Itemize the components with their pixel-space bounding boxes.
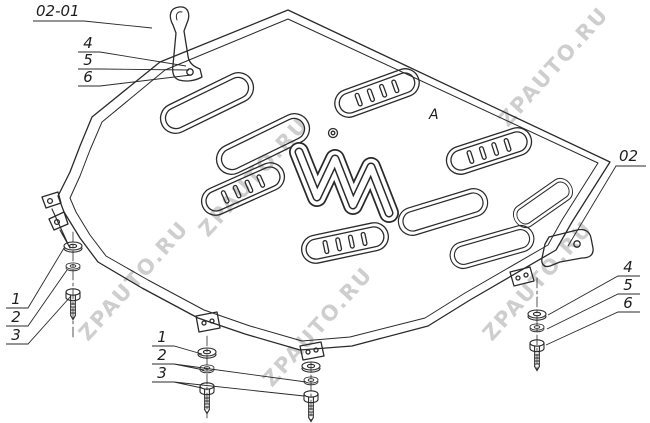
ear-hole: [46, 197, 54, 205]
oval-rib: [508, 173, 578, 233]
callout-leader: [152, 345, 307, 397]
callout-leader: [33, 20, 153, 29]
bracket-02-01: [169, 6, 203, 82]
callout-part-label: 5: [83, 51, 93, 69]
callout-bracket-right-label: 02: [619, 147, 638, 165]
tab-hole: [209, 318, 215, 324]
callout-layer: 02-01 4 5 6 02 4 5 6 1 2 3 1 2 3 A: [6, 2, 646, 397]
watermark-text: ZPAUTO.RU: [74, 216, 194, 345]
tab-hole: [523, 272, 529, 278]
callout-part-label: 5: [623, 276, 633, 294]
callout-part-label: 6: [623, 294, 633, 312]
callout-part-label: 4: [623, 258, 633, 276]
plate-outline: [57, 9, 611, 351]
callout-part-label: 2: [11, 308, 21, 326]
mount-tab: [195, 311, 221, 333]
tab-hole: [515, 275, 521, 281]
mount-ear: [41, 191, 62, 209]
tab-hole: [305, 349, 311, 355]
oval-rib: [446, 221, 538, 273]
plate-hole: [330, 130, 336, 136]
mount-tab: [509, 266, 535, 287]
louvered-vent: [298, 219, 392, 267]
leader-line: [51, 208, 71, 249]
hardware-layer: [51, 208, 547, 423]
plate-inner-contour: [69, 18, 599, 342]
bracket-02: [541, 228, 594, 268]
callout-part-label: 1: [11, 290, 21, 308]
callout-part-label: 2: [157, 346, 167, 364]
callout-leader: [6, 247, 72, 345]
plate-hole: [327, 127, 339, 139]
bracket-02-hole: [573, 240, 581, 248]
tab-hole: [201, 320, 207, 326]
louvered-vent: [442, 123, 536, 179]
callout-part-label: 1: [157, 328, 167, 346]
callout-part-label: 6: [83, 68, 93, 86]
mount-ear: [48, 211, 69, 231]
tab-hole: [313, 347, 319, 353]
callout-part-label: 4: [83, 34, 93, 52]
callout-leader: [545, 275, 640, 346]
meander-rib: [289, 142, 399, 223]
callout-bracket-top-label: 02-01: [36, 2, 80, 20]
section-marker-a: A: [428, 107, 439, 123]
callout-leader: [78, 51, 192, 87]
callout-leader: [567, 165, 646, 247]
line-art-layer: [41, 6, 611, 361]
watermark-text: ZPAUTO.RU: [258, 262, 378, 391]
callout-part-label: 3: [157, 364, 167, 382]
callout-part-label: 3: [11, 326, 21, 344]
watermark-text: ZPAUTO.RU: [494, 2, 614, 131]
oval-rib: [394, 184, 492, 240]
bracket-02-01-hook-line: [175, 11, 183, 21]
oval-rib: [154, 66, 260, 140]
mount-tab: [299, 341, 325, 361]
louvered-vent: [330, 64, 424, 122]
